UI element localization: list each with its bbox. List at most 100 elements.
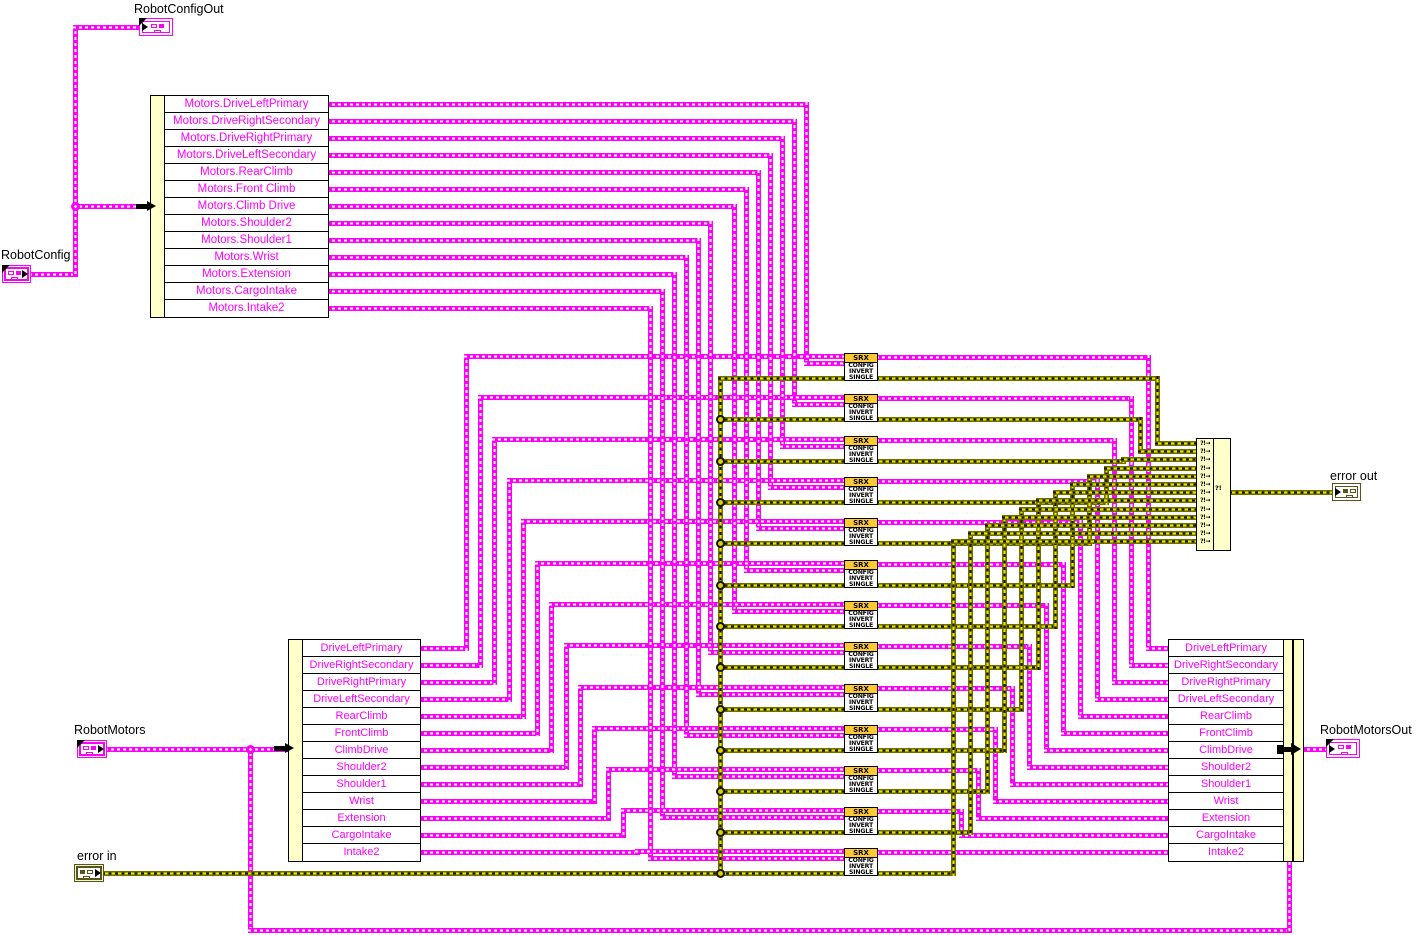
- error-wire-segment[interactable]: [718, 583, 847, 588]
- cluster-wire-segment[interactable]: [326, 102, 809, 107]
- cluster-wire-segment[interactable]: [521, 519, 526, 719]
- unbundle-config-row[interactable]: Motors.Front Climb: [165, 181, 328, 198]
- cluster-wire-segment[interactable]: [418, 833, 626, 838]
- robot-config-terminal[interactable]: [2, 265, 31, 283]
- error-wire-segment[interactable]: [1155, 441, 1199, 446]
- cluster-wire-segment[interactable]: [1078, 714, 1171, 719]
- cluster-wire-segment[interactable]: [696, 692, 847, 697]
- error-wire-segment[interactable]: [876, 583, 1075, 588]
- cluster-wire-segment[interactable]: [248, 928, 1292, 933]
- cluster-wire-segment[interactable]: [73, 25, 78, 277]
- error-wire-segment[interactable]: [1087, 474, 1199, 479]
- error-wire-segment[interactable]: [1138, 417, 1143, 454]
- cluster-wire-segment[interactable]: [876, 686, 1015, 691]
- bundle-motors-row[interactable]: Shoulder1: [1169, 776, 1283, 793]
- cluster-wire-segment[interactable]: [780, 444, 847, 449]
- cluster-wire-segment[interactable]: [1095, 697, 1171, 702]
- unbundle-config-row[interactable]: Motors.CargoIntake: [165, 283, 328, 300]
- cluster-wire-segment[interactable]: [744, 568, 847, 573]
- unbundle-config-row[interactable]: Motors.Shoulder1: [165, 232, 328, 249]
- error-wire-segment[interactable]: [876, 376, 1160, 381]
- error-wire-segment[interactable]: [718, 830, 847, 835]
- cluster-wire-segment[interactable]: [876, 479, 1100, 484]
- unbundle-config-row[interactable]: Motors.DriveLeftSecondary: [165, 147, 328, 164]
- cluster-wire-segment[interactable]: [326, 306, 653, 311]
- cluster-wire-segment[interactable]: [672, 774, 847, 779]
- error-wire-segment[interactable]: [951, 539, 1199, 544]
- cluster-wire-segment[interactable]: [976, 768, 981, 821]
- cluster-wire-segment[interactable]: [621, 808, 847, 813]
- cluster-wire-segment[interactable]: [535, 561, 847, 566]
- cluster-wire-segment[interactable]: [1044, 603, 1049, 753]
- cluster-wire-segment[interactable]: [684, 733, 847, 738]
- cluster-wire-segment[interactable]: [105, 747, 291, 752]
- cluster-wire-segment[interactable]: [648, 306, 653, 861]
- cluster-wire-segment[interactable]: [418, 714, 526, 719]
- cluster-wire-segment[interactable]: [592, 726, 597, 804]
- error-wire-segment[interactable]: [1104, 466, 1199, 471]
- bundle-motors-row[interactable]: DriveRightSecondary: [1169, 657, 1283, 674]
- cluster-wire-segment[interactable]: [804, 361, 847, 366]
- merge-errors-node[interactable]: ?! ?!→?!→?!→?!→?!→?!→?!→?!→?!→?!→?!→?!→?…: [1196, 438, 1231, 551]
- unbundle-config-row[interactable]: Motors.Wrist: [165, 249, 328, 266]
- cluster-wire-segment[interactable]: [876, 603, 1049, 608]
- error-wire-segment[interactable]: [1053, 490, 1058, 629]
- unbundle-motors-row[interactable]: ClimbDrive: [303, 742, 420, 759]
- cluster-wire-segment[interactable]: [959, 833, 1171, 838]
- error-wire-segment[interactable]: [1002, 515, 1007, 753]
- cluster-wire-segment[interactable]: [672, 272, 677, 779]
- cluster-wire-segment[interactable]: [418, 799, 597, 804]
- cluster-wire-segment[interactable]: [876, 438, 1117, 443]
- cluster-wire-segment[interactable]: [1301, 747, 1330, 752]
- cluster-wire-segment[interactable]: [648, 856, 847, 861]
- error-wire-segment[interactable]: [876, 624, 1058, 629]
- cluster-wire-segment[interactable]: [535, 561, 540, 736]
- cluster-wire-segment[interactable]: [564, 643, 847, 648]
- error-wire-segment[interactable]: [876, 871, 956, 876]
- cluster-wire-segment[interactable]: [876, 768, 981, 773]
- unbundle-config-row[interactable]: Motors.Climb Drive: [165, 198, 328, 215]
- cluster-wire-segment[interactable]: [1010, 686, 1015, 787]
- error-wire-segment[interactable]: [876, 748, 1007, 753]
- cluster-wire-segment[interactable]: [326, 187, 749, 192]
- cluster-wire-segment[interactable]: [660, 815, 847, 820]
- cluster-wire-segment[interactable]: [708, 221, 713, 655]
- cluster-wire-segment[interactable]: [1027, 765, 1171, 770]
- cluster-wire-segment[interactable]: [578, 685, 847, 690]
- unbundle-motors-row[interactable]: Intake2: [303, 844, 420, 861]
- bundle-motors-row[interactable]: DriveRightPrimary: [1169, 674, 1283, 691]
- cluster-wire-segment[interactable]: [418, 697, 512, 702]
- cluster-wire-segment[interactable]: [326, 289, 665, 294]
- cluster-wire-segment[interactable]: [248, 747, 253, 933]
- cluster-wire-segment[interactable]: [507, 478, 512, 702]
- bundle-motors-row[interactable]: ClimbDrive: [1169, 742, 1283, 759]
- error-wire-segment[interactable]: [718, 541, 847, 546]
- bundle-motors-row[interactable]: RearClimb: [1169, 708, 1283, 725]
- unbundle-motors-row[interactable]: DriveLeftSecondary: [303, 691, 420, 708]
- unbundle-motors-row[interactable]: FrontClimb: [303, 725, 420, 742]
- cluster-wire-segment[interactable]: [756, 526, 847, 531]
- cluster-wire-segment[interactable]: [1287, 856, 1292, 933]
- cluster-wire-segment[interactable]: [326, 272, 677, 277]
- error-wire-segment[interactable]: [718, 500, 847, 505]
- error-wire-segment[interactable]: [1002, 515, 1199, 520]
- error-wire-segment[interactable]: [876, 665, 1041, 670]
- bundle-motors-row[interactable]: CargoIntake: [1169, 827, 1283, 844]
- unbundle-config-row[interactable]: Motors.Shoulder2: [165, 215, 328, 232]
- cluster-wire-segment[interactable]: [418, 646, 469, 651]
- error-wire-segment[interactable]: [1019, 507, 1024, 712]
- bundle-motors-row[interactable]: Intake2: [1169, 844, 1283, 861]
- cluster-wire-segment[interactable]: [492, 437, 497, 685]
- cluster-wire-segment[interactable]: [792, 119, 797, 407]
- cluster-wire-segment[interactable]: [780, 136, 785, 449]
- unbundle-motors-row[interactable]: DriveLeftPrimary: [303, 640, 420, 657]
- cluster-wire-segment[interactable]: [326, 221, 713, 226]
- error-wire-segment[interactable]: [876, 459, 1126, 464]
